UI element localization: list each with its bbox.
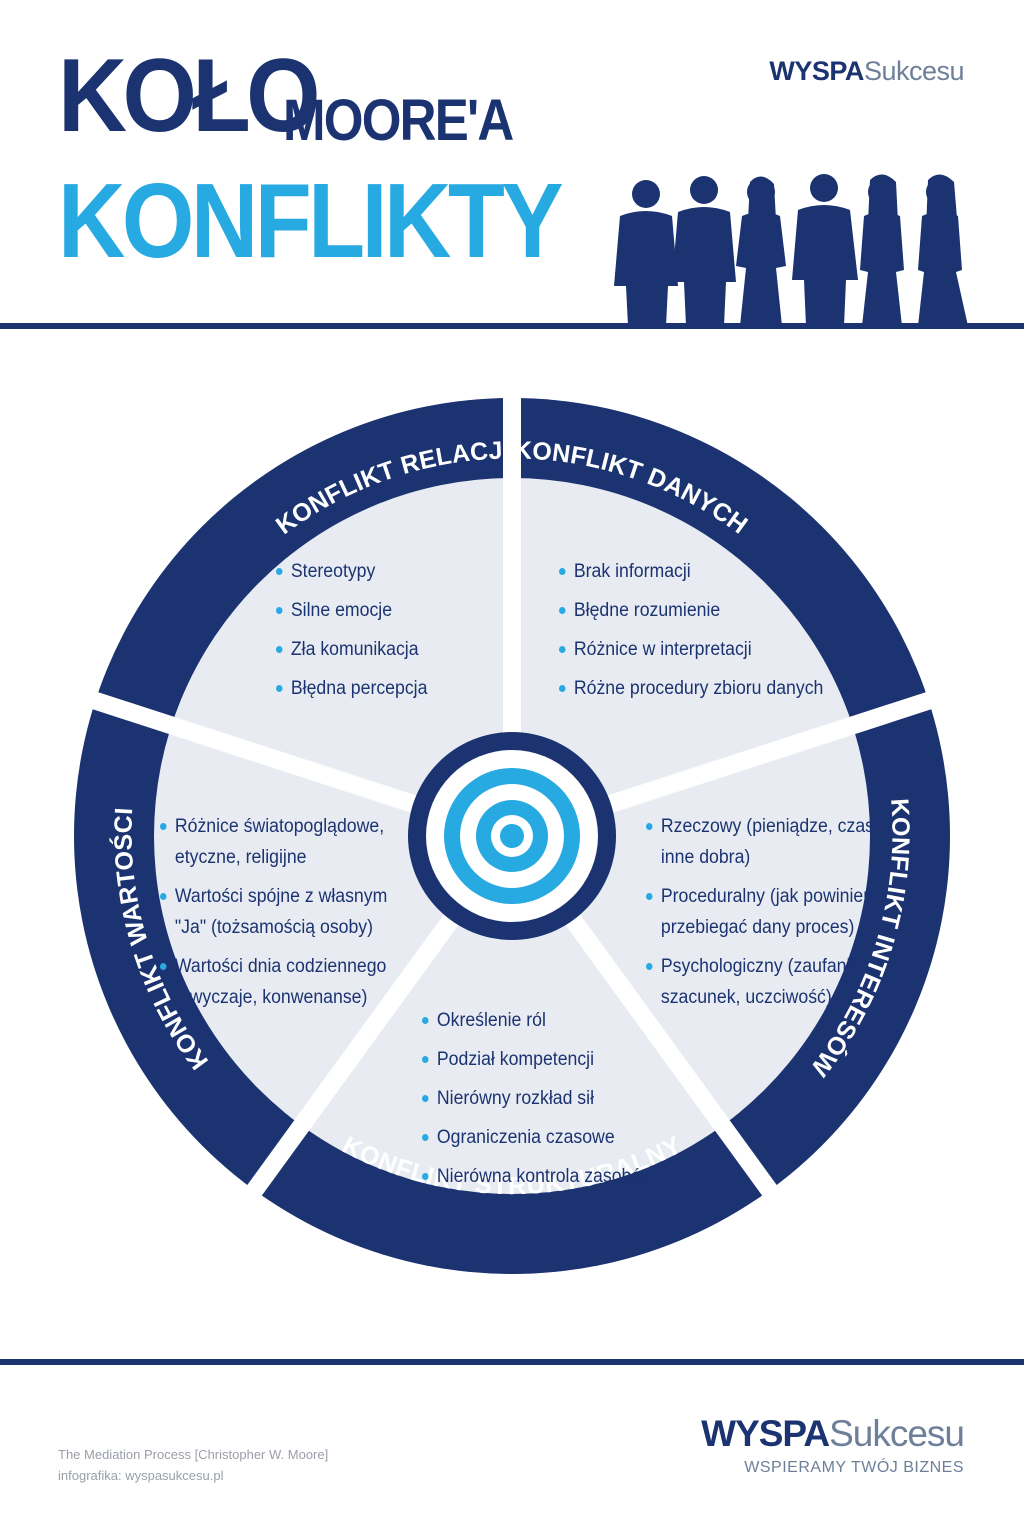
list-item: Nierówny rozkład sił bbox=[422, 1083, 682, 1114]
credit-line: infografika: wyspasukcesu.pl bbox=[58, 1468, 224, 1483]
segment-list-interesow: Rzeczowy (pieniądze, czas, inne dobra) P… bbox=[646, 811, 888, 1021]
header-divider bbox=[0, 323, 1024, 329]
brand-name: WYSPASukcesu bbox=[701, 1413, 965, 1455]
page-title-kolo: KOŁO bbox=[58, 38, 321, 154]
list-item: Stereotypy bbox=[276, 556, 518, 587]
list-item: Proceduralny (jak powinien przebiegać da… bbox=[646, 881, 888, 943]
list-item: Błędne rozumienie bbox=[559, 595, 857, 626]
list-item: Brak informacji bbox=[559, 556, 857, 587]
list-item: Wartości spójne z własnym "Ja" (tożsamoś… bbox=[160, 881, 402, 943]
source-line: The Mediation Process [Christopher W. Mo… bbox=[58, 1447, 329, 1462]
list-item: Psychologiczny (zaufanie, szacunek, uczc… bbox=[646, 951, 888, 1013]
segment-list-strukturalny: Określenie ról Podział kompetencji Nieró… bbox=[422, 1005, 682, 1200]
source-credits: The Mediation Process [Christopher W. Mo… bbox=[58, 1444, 328, 1486]
segment-list-wartosci: Różnice światopoglądowe, etyczne, religi… bbox=[160, 811, 402, 1021]
list-item: Wartości dnia codziennego (zwyczaje, kon… bbox=[160, 951, 402, 1013]
brand-name-light: Sukcesu bbox=[863, 56, 965, 86]
list-item: Nierówna kontrola zasobów bbox=[422, 1161, 682, 1192]
segment-list-danych: Brak informacji Błędne rozumienie Różnic… bbox=[559, 556, 857, 712]
list-item: Ograniczenia czasowe bbox=[422, 1122, 682, 1153]
target-icon bbox=[500, 824, 524, 848]
brand-name-light: Sukcesu bbox=[829, 1413, 965, 1454]
list-item: Określenie ról bbox=[422, 1005, 682, 1036]
brand-tagline: WSPIERAMY TWÓJ BIZNES bbox=[744, 1458, 964, 1476]
list-item: Błędna percepcja bbox=[276, 673, 518, 704]
list-item: Podział kompetencji bbox=[422, 1044, 682, 1075]
list-item: Różnice światopoglądowe, etyczne, religi… bbox=[160, 811, 402, 873]
brand-logo-top: WYSPASukcesu bbox=[769, 56, 964, 87]
segment-list-relacji: Stereotypy Silne emocje Zła komunikacja … bbox=[276, 556, 518, 712]
list-item: Silne emocje bbox=[276, 595, 518, 626]
list-item: Rzeczowy (pieniądze, czas, inne dobra) bbox=[646, 811, 888, 873]
page-title-konflikty: KONFLIKTY bbox=[58, 162, 564, 280]
list-item: Zła komunikacja bbox=[276, 634, 518, 665]
brand-name-bold: WYSPA bbox=[769, 56, 864, 86]
moore-wheel-diagram: KONFLIKT RELACJI KONFLIKT DANYCH KONFLIK… bbox=[74, 386, 950, 1274]
footer-divider bbox=[0, 1359, 1024, 1365]
page-title-moore: MOORE'A bbox=[283, 88, 514, 153]
people-silhouettes-icon bbox=[614, 174, 968, 326]
list-item: Różnice w interpretacji bbox=[559, 634, 857, 665]
brand-name-bold: WYSPA bbox=[701, 1413, 830, 1454]
list-item: Różne procedury zbioru danych bbox=[559, 673, 857, 704]
brand-logo-bottom: WYSPASukcesu WSPIERAMY TWÓJ BIZNES bbox=[701, 1413, 965, 1477]
